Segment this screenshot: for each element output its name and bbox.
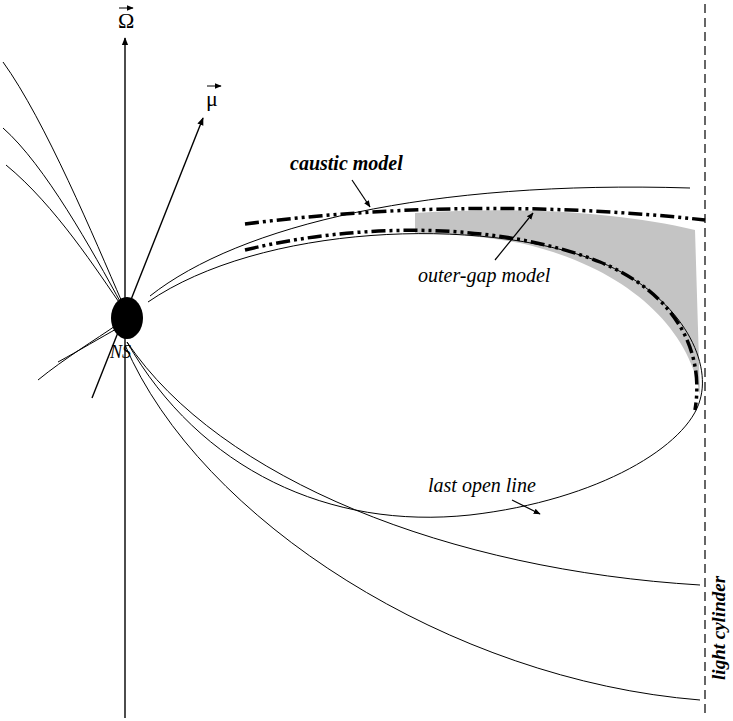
magnetic-axis — [92, 118, 203, 398]
leader-arrow — [512, 500, 540, 514]
neutron-star — [111, 297, 143, 339]
light-cylinder-line — [704, 4, 705, 717]
axis-label: light cylinder — [708, 576, 730, 680]
rotation-axis — [124, 38, 125, 718]
star-label: NS — [110, 342, 131, 363]
field-lines — [3, 62, 702, 700]
callout-label: outer-gap model — [418, 264, 550, 287]
callout-label: caustic model — [290, 152, 403, 175]
leader-arrow — [352, 180, 370, 207]
leader-arrow — [495, 213, 533, 260]
callout-label: last open line — [428, 474, 536, 497]
caustic-lines — [245, 208, 705, 410]
outer-gap-region — [415, 210, 700, 395]
vector-label: μ — [206, 86, 218, 111]
vector-label: Ω — [118, 8, 134, 33]
